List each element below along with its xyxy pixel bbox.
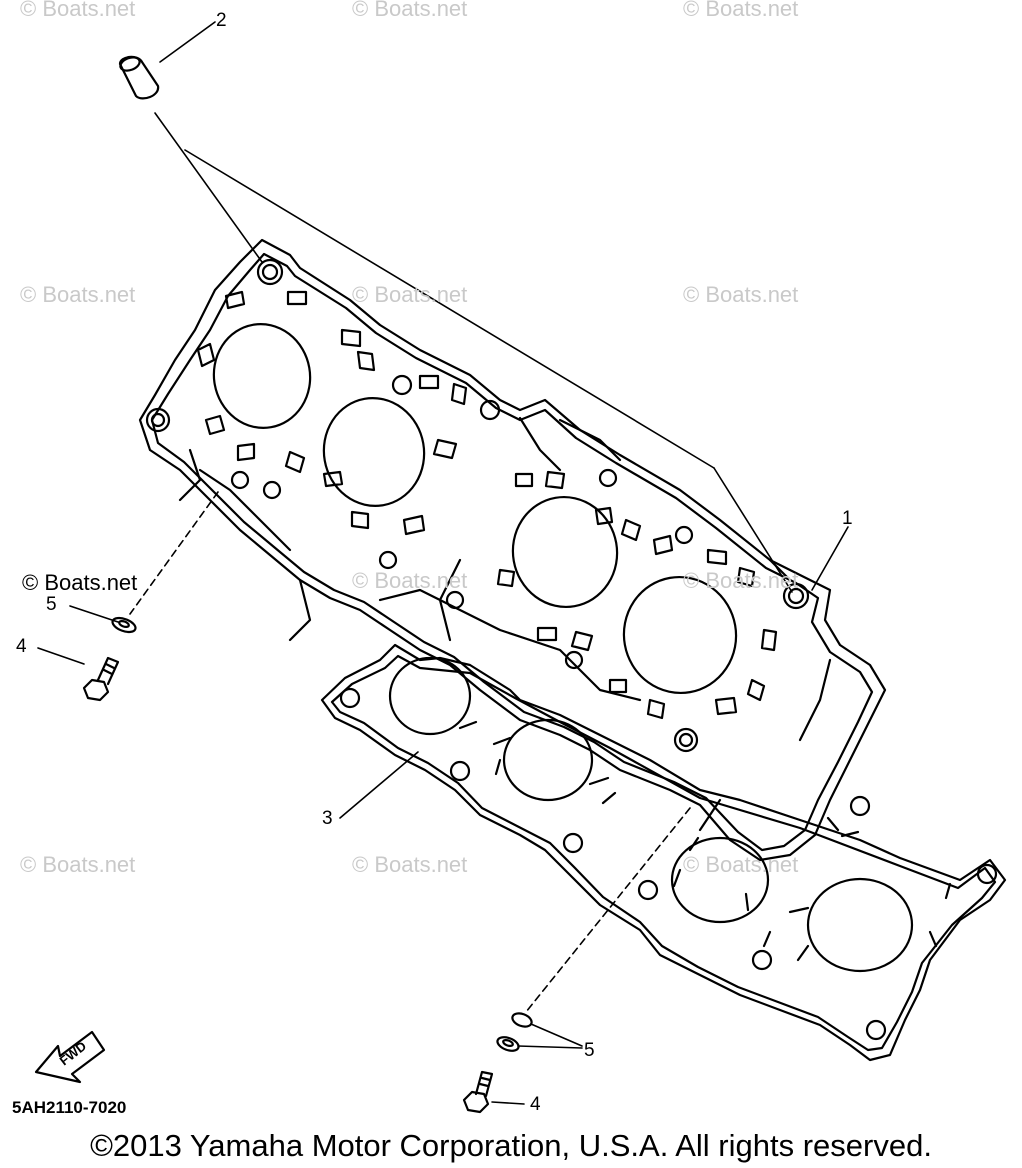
part-code: 5AH2110-7020 xyxy=(12,1098,127,1117)
washer-right-upper xyxy=(511,1012,533,1028)
callout-5-left: 5 xyxy=(46,594,57,615)
watermark: © Boats.net xyxy=(20,852,136,877)
watermark: © Boats.net xyxy=(352,0,468,21)
watermark: © Boats.net xyxy=(20,0,136,21)
watermark: © Boats.net xyxy=(683,0,799,21)
washer-left xyxy=(111,616,137,634)
watermark: © Boats.net xyxy=(352,852,468,877)
dowel-pin xyxy=(118,55,160,100)
watermark: © Boats.net xyxy=(352,282,468,307)
watermark: © Boats.net xyxy=(20,282,136,307)
washer-right-lower xyxy=(496,1036,520,1052)
cylinder-block xyxy=(138,238,887,862)
callout-1: 1 xyxy=(842,508,853,529)
leader-lines xyxy=(37,21,849,1105)
forward-direction-arrow: FWD xyxy=(34,1030,106,1084)
callout-4-left: 4 xyxy=(16,636,27,657)
watermark: © Boats.net xyxy=(683,568,799,593)
bolt-right xyxy=(462,1070,494,1114)
callout-4-right: 4 xyxy=(530,1094,541,1115)
watermark: © Boats.net xyxy=(352,568,468,593)
bolt-left xyxy=(82,656,120,702)
callout-3: 3 xyxy=(322,808,333,829)
source-mark: © Boats.net xyxy=(22,570,138,595)
copyright-notice: ©2013 Yamaha Motor Corporation, U.S.A. A… xyxy=(90,1128,932,1163)
callout-2: 2 xyxy=(216,10,227,31)
watermark: © Boats.net xyxy=(683,282,799,307)
watermark: © Boats.net xyxy=(683,852,799,877)
callout-5-right: 5 xyxy=(584,1040,595,1061)
cylinder-gasket xyxy=(320,643,1007,1062)
